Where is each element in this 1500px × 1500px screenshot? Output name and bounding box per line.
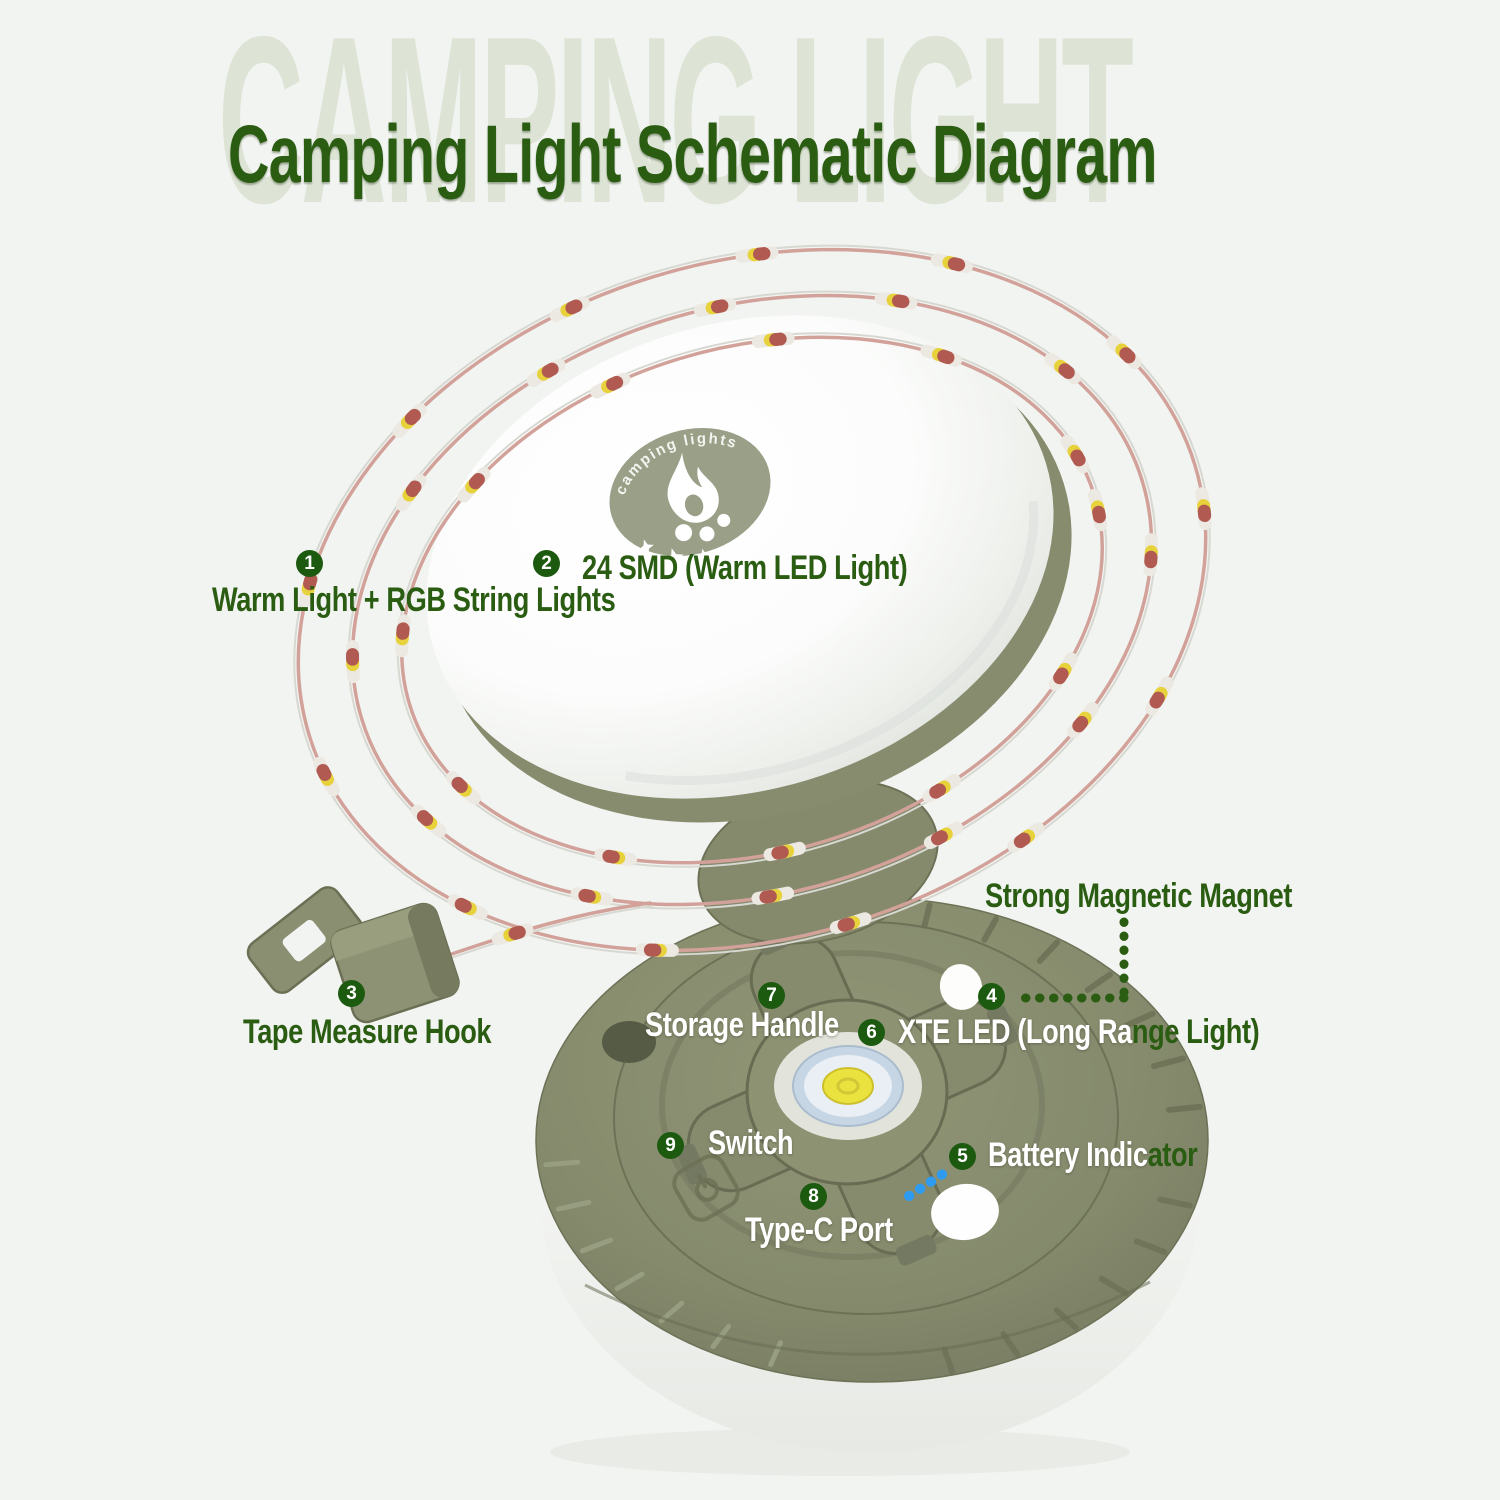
magnet-hole-bottom	[931, 1183, 999, 1241]
callout-9-number: 9	[657, 1132, 684, 1159]
callout-8-number: 8	[800, 1183, 827, 1210]
xte-led	[774, 1032, 922, 1140]
callout-5-label: Battery Indicator	[988, 1136, 1198, 1175]
watermark-text: CAMPING LIGHT	[218, 0, 1134, 253]
callout-6-label: XTE LED (Long Range Light)	[898, 1013, 1260, 1052]
string-lights	[291, 243, 1213, 963]
ground-shadow	[550, 1428, 1130, 1476]
led-chip	[822, 1067, 874, 1105]
callout-9-label: Switch	[708, 1124, 794, 1162]
leader-lines	[904, 917, 1129, 1201]
callout-3-number: 3	[338, 980, 365, 1007]
base-unit	[535, 897, 1209, 1452]
string-tail	[439, 896, 657, 963]
page-title: Camping Light Schematic Diagram	[228, 109, 1157, 200]
callout-4-label: Strong Magnetic Magnet	[985, 877, 1293, 915]
magnet-hole-top	[939, 964, 983, 1010]
battery-dotted-line	[904, 1163, 957, 1201]
callout-4-number: 4	[978, 983, 1005, 1010]
campfire-icon	[667, 452, 731, 542]
callout-6-label-white-part: XTE LED (Long Ra	[898, 1013, 1132, 1051]
hanging-hole	[602, 1021, 656, 1063]
switch-button	[672, 1154, 740, 1222]
face-groove	[659, 950, 1045, 1260]
callout-7-label: Storage Handle	[645, 1006, 839, 1044]
callout-1-label: Warm Light + RGB String Lights	[212, 581, 616, 619]
callout-1-number: 1	[296, 550, 323, 577]
callout-3-label: Tape Measure Hook	[243, 1013, 492, 1051]
top-light-disc: camping lights	[426, 315, 1054, 799]
callout-5-label-white-part: Battery Indic	[988, 1136, 1148, 1174]
callout-6-number: 6	[858, 1019, 885, 1046]
star-icons	[638, 539, 712, 567]
callout-6-label-green-part: nge Light)	[1131, 1013, 1260, 1051]
callout-2-number: 2	[533, 550, 560, 577]
callout-2-label: 24 SMD (Warm LED Light)	[582, 549, 908, 587]
callout-5-label-green-part: ator	[1147, 1136, 1198, 1174]
callout-8-label: Type-C Port	[745, 1211, 893, 1249]
skirt-seam	[584, 1280, 1151, 1356]
callout-5-number: 5	[949, 1143, 976, 1170]
callout-7-number: 7	[758, 982, 785, 1009]
